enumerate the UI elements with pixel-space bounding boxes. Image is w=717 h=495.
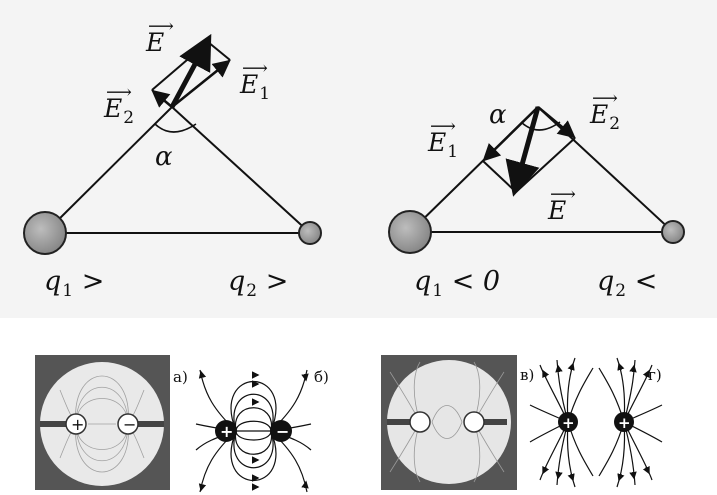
right-label-e1: ⟶E1 bbox=[428, 116, 459, 162]
like-charge-right bbox=[614, 412, 634, 432]
right-vector-e1 bbox=[482, 106, 539, 162]
left-label-q2: q2 > bbox=[228, 266, 289, 301]
photo-a-minus: − bbox=[123, 415, 136, 434]
like-charges-field-lines bbox=[529, 357, 663, 488]
right-label-e2: ⟶E2 bbox=[590, 88, 621, 134]
left-label-q1: q1 > bbox=[44, 266, 105, 301]
like-charge-right-plus: + bbox=[618, 414, 631, 432]
left-charge-q2 bbox=[298, 221, 322, 245]
right-charge-q2 bbox=[661, 220, 685, 244]
left-label-e: ⟶E bbox=[146, 16, 174, 57]
vector-arrow-icon: ⟶ bbox=[550, 184, 576, 205]
vector-arrow-icon: ⟶ bbox=[106, 82, 132, 103]
vector-arrow-icon: ⟶ bbox=[242, 58, 268, 79]
left-triangle bbox=[44, 106, 311, 234]
dipole-negative-charge bbox=[270, 420, 292, 442]
photo-a-plus: + bbox=[71, 415, 84, 434]
panel-label-v: в) bbox=[520, 366, 535, 384]
like-charge-left-plus: + bbox=[562, 414, 575, 432]
dipole-arrows bbox=[198, 370, 309, 492]
left-vector-e bbox=[169, 33, 212, 109]
photo-panel-a bbox=[35, 355, 170, 490]
panel-label-a: а) bbox=[173, 368, 188, 386]
right-charge-q1 bbox=[388, 210, 432, 254]
photo-panel-v bbox=[381, 355, 517, 490]
right-vector-e bbox=[505, 106, 541, 197]
like-charges-arrows bbox=[542, 362, 650, 482]
dipole-positive-charge bbox=[215, 420, 237, 442]
left-charge-q1 bbox=[23, 211, 67, 255]
left-label-alpha: α bbox=[155, 142, 173, 172]
left-label-e2: ⟶E2 bbox=[104, 82, 135, 128]
right-label-q2: q2 < bbox=[597, 266, 658, 301]
vector-arrow-icon: ⟶ bbox=[148, 16, 174, 37]
left-angle-arc bbox=[154, 123, 197, 133]
left-label-e1: ⟶E1 bbox=[240, 58, 271, 104]
right-angle-arc bbox=[520, 121, 561, 131]
left-vector-e2 bbox=[151, 89, 173, 108]
right-label-e: ⟶E bbox=[548, 184, 576, 225]
right-label-alpha: α bbox=[489, 100, 507, 130]
right-label-q1: q1 < 0 bbox=[414, 266, 501, 301]
panel-label-g: г) bbox=[648, 366, 662, 384]
panel-label-b: б) bbox=[314, 368, 329, 386]
dipole-minus-sign: − bbox=[276, 422, 289, 441]
vector-arrow-icon: ⟶ bbox=[430, 116, 456, 137]
right-vector-e2 bbox=[537, 106, 576, 139]
vector-arrow-icon: ⟶ bbox=[592, 88, 618, 109]
dipole-field-lines bbox=[195, 369, 312, 493]
left-vector-e1 bbox=[171, 59, 231, 108]
like-charge-left bbox=[558, 412, 578, 432]
dipole-plus-sign: + bbox=[220, 422, 233, 441]
